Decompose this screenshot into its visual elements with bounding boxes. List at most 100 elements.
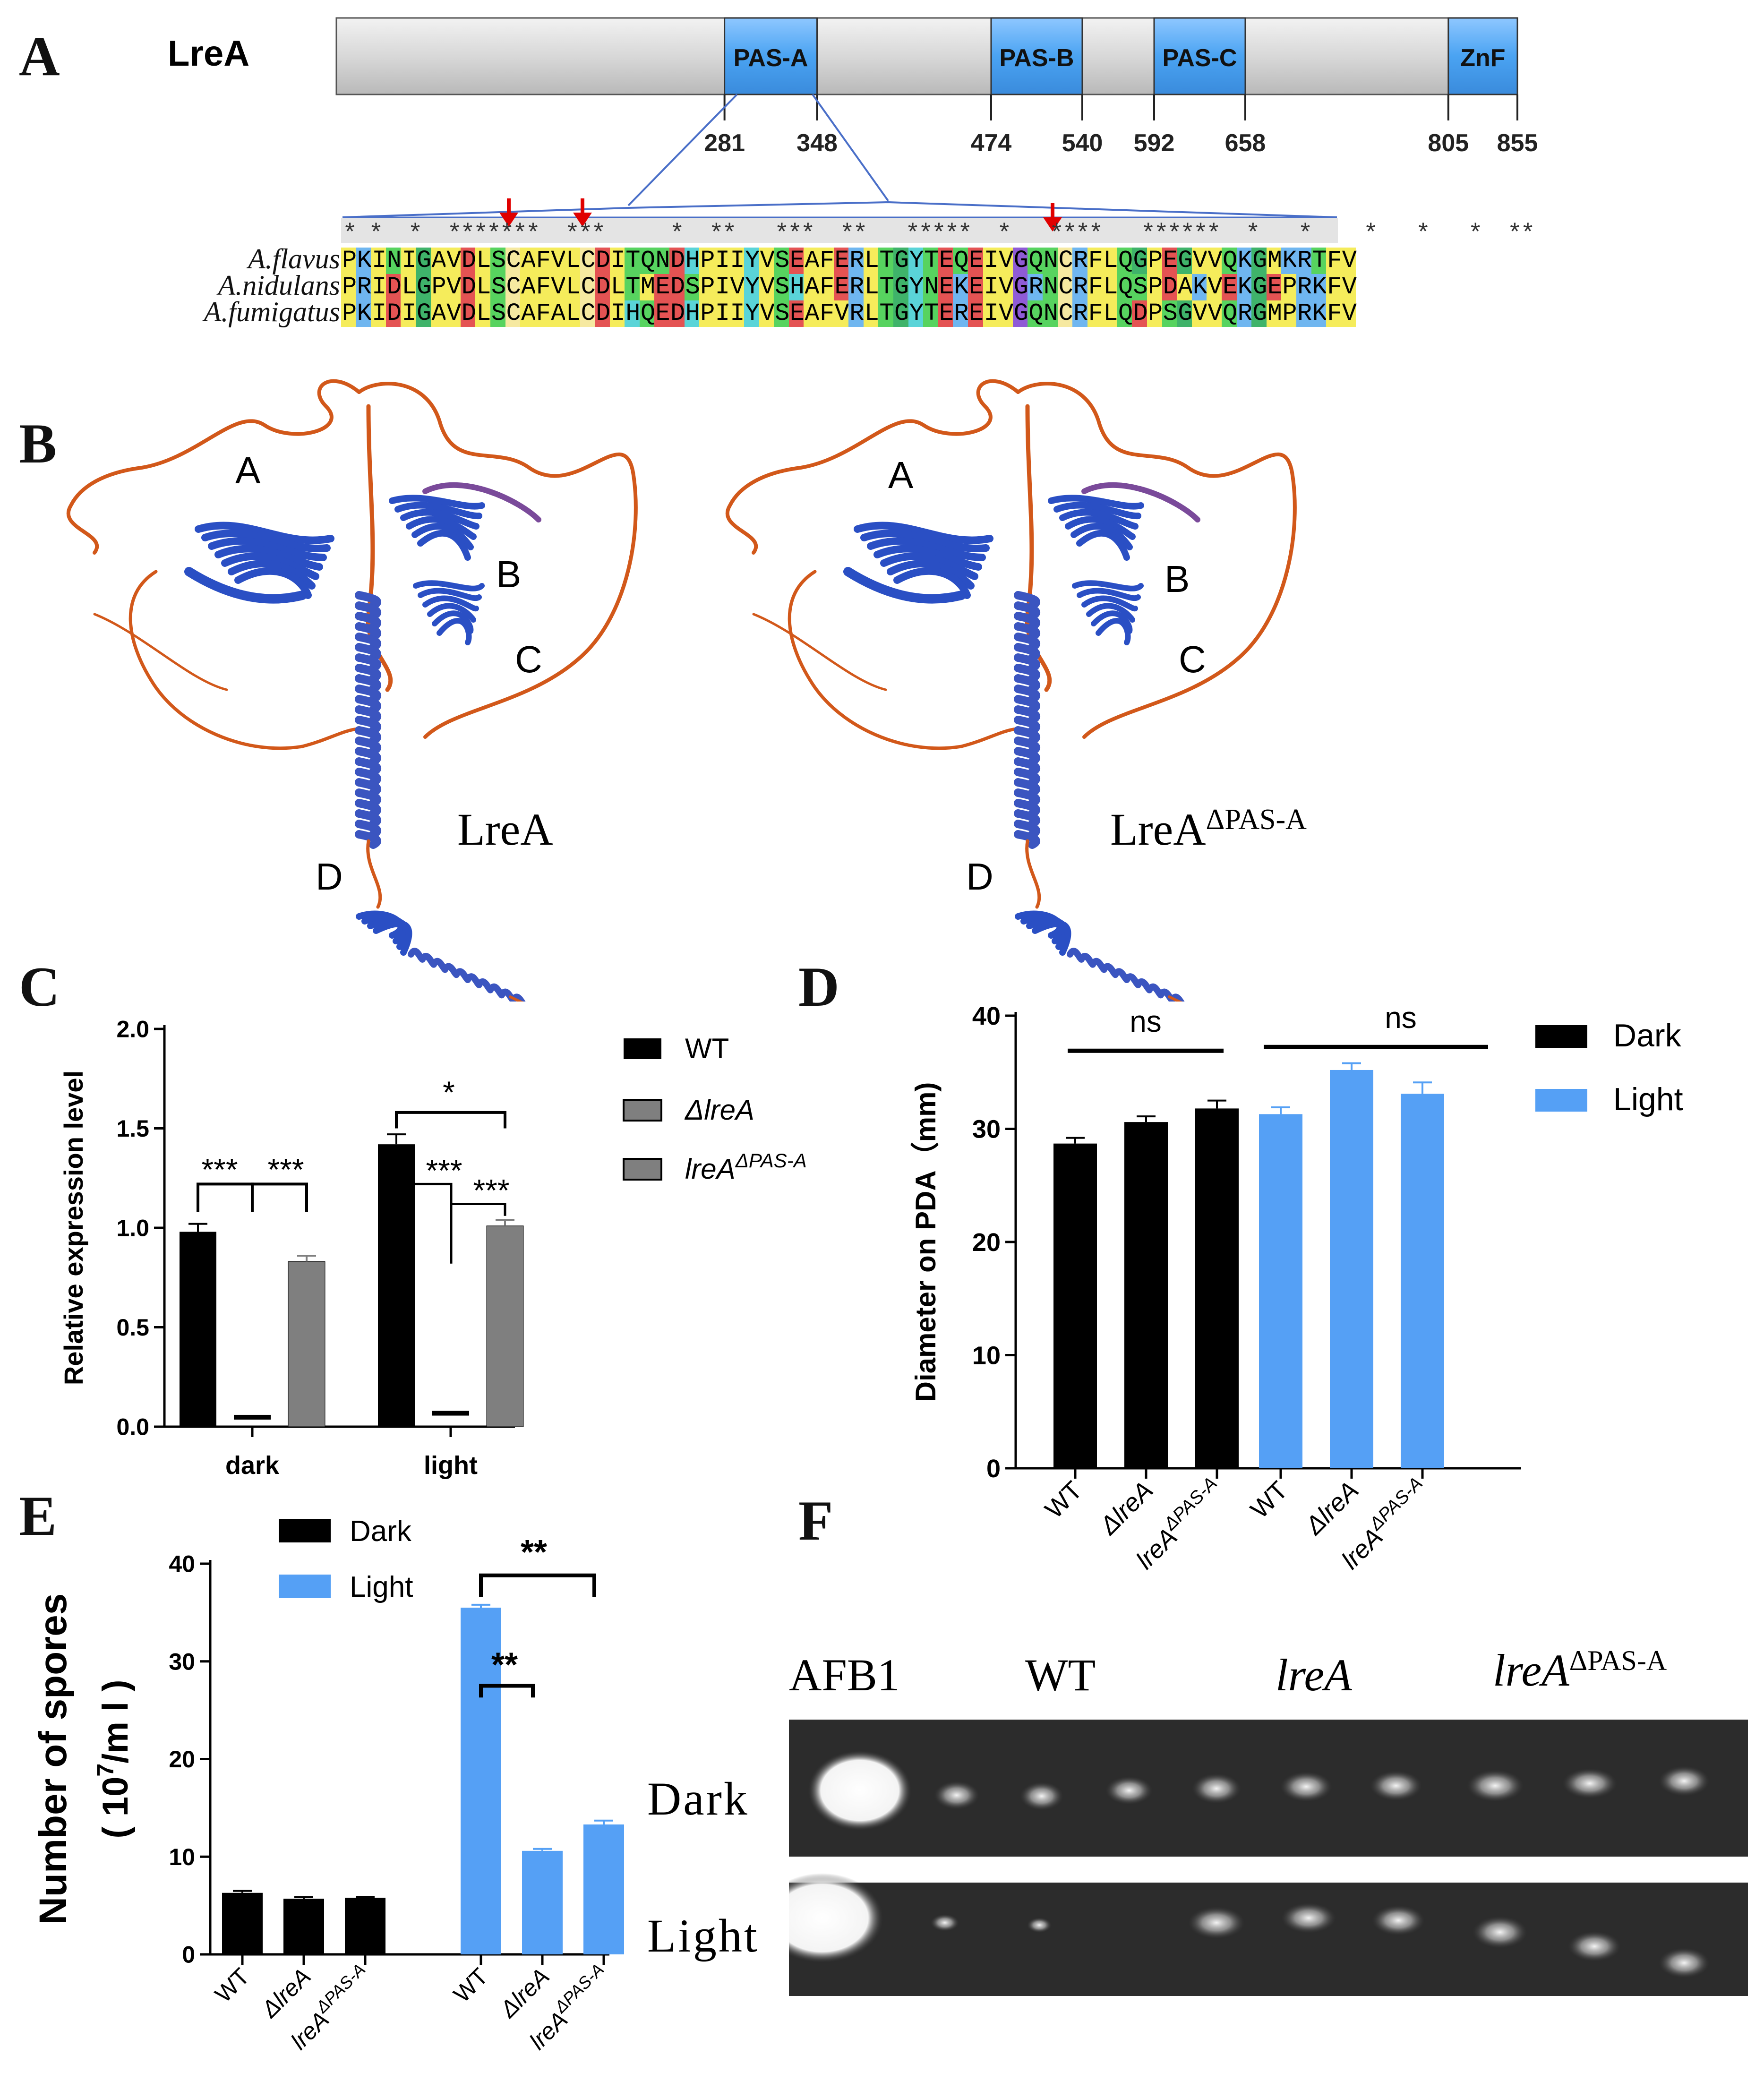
- bar: [583, 1824, 624, 1954]
- bar: [486, 1225, 524, 1427]
- tlc-spot: [934, 1781, 979, 1809]
- legend-swatch: [623, 1099, 662, 1122]
- tlc-spot: [1370, 1771, 1422, 1801]
- x-tick-label: light: [424, 1451, 478, 1480]
- y-tick-label: 0: [182, 1942, 195, 1968]
- red-arrow-icons: [499, 198, 1062, 231]
- tlc-plates: [789, 1720, 1748, 1996]
- species-name: A.fumigatus: [204, 296, 340, 327]
- tlc-spot: [1020, 1782, 1063, 1810]
- tlc-spot: [1659, 1766, 1710, 1796]
- structure-title-right: LreAΔPAS-A: [1110, 804, 1307, 855]
- bar: [1401, 1094, 1444, 1468]
- species-name: A.flavus: [248, 243, 340, 274]
- bar: [522, 1850, 563, 1954]
- protein-name: LreA: [168, 34, 250, 74]
- sig-label: ***: [201, 1152, 238, 1187]
- domain-tick-label: 855: [1497, 129, 1538, 157]
- domain-tick-label: 474: [971, 129, 1012, 157]
- sig-bracket: [411, 1182, 453, 1264]
- domain-box: [990, 17, 1083, 95]
- sig-bracket: [479, 1573, 596, 1597]
- domain-label: PAS-C: [1163, 44, 1237, 72]
- y-tick-label: 2.0: [116, 1016, 149, 1043]
- bar: [1053, 1143, 1097, 1468]
- tlc-spot: [1467, 1770, 1524, 1802]
- sequence-row: PRIDLGPVDLSCAFVLCDLTMEDSPIVYVSHAFERLTGYN…: [341, 273, 1357, 301]
- chart-c: Relative expression level0.00.51.01.52.0…: [59, 1016, 807, 1480]
- domain-tick-label: 348: [796, 129, 838, 157]
- domain-box: [724, 17, 818, 95]
- tlc-spot: [808, 1750, 912, 1831]
- legend-label: Light: [350, 1571, 413, 1603]
- bar: [283, 1899, 324, 1954]
- tlc-spot: [789, 1873, 883, 1963]
- domain-label: ZnF: [1460, 44, 1505, 72]
- tlc-spot: [931, 1914, 959, 1931]
- sig-label: ***: [426, 1153, 462, 1188]
- sig-bracket: [251, 1182, 308, 1212]
- y-tick-label: 10: [972, 1341, 1001, 1370]
- y-tick-label: 1.0: [116, 1215, 149, 1242]
- row-label-dark: Dark: [647, 1773, 749, 1825]
- x-tick-label: WT: [1245, 1476, 1293, 1524]
- legend-label: Dark: [350, 1515, 412, 1548]
- sig-label: ns: [1130, 1004, 1162, 1038]
- x-tick-label: ΔlreA: [1299, 1476, 1364, 1541]
- species-name: A.nidulans: [218, 270, 340, 301]
- bar: [1259, 1114, 1302, 1468]
- region-label: B: [1165, 558, 1190, 600]
- panel-label-f: F: [798, 1489, 833, 1552]
- tlc-spot: [1659, 1948, 1710, 1978]
- region-label: A: [235, 449, 261, 491]
- panel-label-d: D: [798, 955, 839, 1018]
- row-label-light: Light: [647, 1910, 759, 1962]
- y-tick-label: 30: [972, 1115, 1001, 1143]
- sig-label: **: [491, 1646, 518, 1684]
- y-tick-label: 20: [972, 1228, 1001, 1257]
- y-axis-label: Diameter on PDA（mm): [910, 1082, 942, 1402]
- y-axis-label: Relative expression level: [59, 1070, 88, 1385]
- sig-label: ns: [1385, 1001, 1417, 1035]
- sig-bracket: [479, 1684, 535, 1698]
- bar: [1195, 1108, 1239, 1468]
- tlc-spot: [1105, 1776, 1153, 1805]
- region-label: B: [496, 553, 522, 595]
- x-tick-label: ΔlreA: [256, 1963, 316, 2023]
- x-tick-label: WT: [210, 1963, 255, 2008]
- domain-label: PAS-B: [999, 44, 1074, 72]
- region-label: C: [515, 638, 542, 680]
- sig-label: ***: [473, 1173, 509, 1207]
- domain-label: PAS-A: [734, 44, 808, 72]
- bar: [180, 1232, 216, 1427]
- domain-tick-label: 805: [1428, 129, 1469, 157]
- legend-swatch: [279, 1519, 331, 1542]
- y-tick-label: 1.5: [116, 1115, 149, 1142]
- tlc-spot: [1281, 1903, 1336, 1933]
- bar: [461, 1608, 501, 1954]
- domain-tick-label: 540: [1062, 129, 1103, 157]
- structure-title-left: LreA: [457, 804, 553, 855]
- alignment-names: A.flavus A.nidulans A.fumigatus: [118, 243, 340, 327]
- y-axis-unit: ( 107/m l ): [92, 1679, 136, 1838]
- sig-bracket: [395, 1111, 506, 1129]
- y-tick-label: 0: [986, 1455, 1001, 1483]
- x-tick-label: ΔlreA: [495, 1963, 555, 2023]
- bar: [1330, 1070, 1373, 1468]
- bar: [345, 1898, 385, 1954]
- sequence-row: PKIDIGAVDLSCAFALCDIHQEDHPIIYVSEAFVRLTGYT…: [341, 300, 1357, 327]
- sequence-row: PKINIGAVDLSCAFVLCDITQNDHPIIYVSEAFERLTGYT…: [341, 247, 1357, 274]
- sig-label: ***: [267, 1152, 304, 1187]
- tlc-spot: [1473, 1916, 1527, 1948]
- bar: [222, 1892, 263, 1954]
- bar: [378, 1144, 415, 1427]
- lane-label: lreAΔPAS-A: [1493, 1645, 1667, 1696]
- sig-bracket: [197, 1182, 254, 1212]
- domain-box: [1153, 17, 1246, 95]
- legend-swatch: [279, 1575, 331, 1598]
- protein-bar: [335, 17, 1518, 95]
- legend-label: ΔlreA: [684, 1094, 754, 1126]
